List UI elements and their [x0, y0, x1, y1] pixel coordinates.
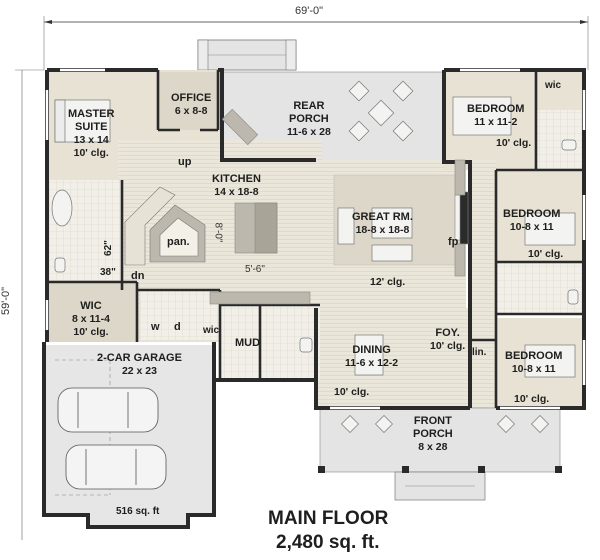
interior-walls: [47, 70, 584, 408]
bedroom-2-ceiling: 10' clg.: [528, 248, 564, 260]
room-kitchen: KITCHEN 14 x 18-8: [212, 173, 261, 199]
room-pantry: pan.: [167, 236, 190, 248]
room-great-room: GREAT RM. 18-8 x 18-8: [352, 211, 413, 237]
island-depth-dimension: 8'-0": [212, 222, 224, 243]
garage-area: 516 sq. ft: [116, 506, 160, 517]
car-icon: [57, 387, 167, 490]
room-mud: MUD: [235, 337, 261, 349]
room-bedroom-2: BEDROOM 10-8 x 11: [503, 208, 561, 234]
depth-dimension-line: [15, 69, 44, 540]
plan-title: MAIN FLOOR: [268, 508, 389, 529]
room-master-wic: WIC 8 x 11-4 10' clg.: [72, 300, 110, 338]
plan-total-area: 2,480 sq. ft.: [276, 532, 380, 553]
overall-depth-label: 59'-0": [0, 286, 13, 316]
overall-width-label: 69'-0": [295, 5, 324, 17]
dryer-label: d: [174, 321, 181, 333]
room-mud-wic: wic: [203, 325, 220, 336]
island-width-dimension: 5'-6": [245, 264, 265, 275]
room-rear-porch: REAR PORCH 11-6 x 28: [287, 100, 331, 139]
great-room-ceiling: 12' clg.: [370, 276, 406, 288]
bedroom-1-ceiling: 10' clg.: [496, 137, 532, 149]
room-linen: lin.: [472, 347, 487, 358]
room-dining: DINING 11-6 x 12-2: [345, 344, 399, 370]
room-master-suite: MASTER SUITE 13 x 14 10' clg.: [68, 108, 115, 159]
dining-ceiling: 10' clg.: [334, 386, 370, 398]
room-bedroom-3: BEDROOM 10-8 x 11: [505, 350, 563, 376]
width-dimension-line: [43, 16, 589, 70]
bedroom-3-ceiling: 10' clg.: [514, 393, 550, 405]
stairs-up-label: up: [178, 156, 192, 168]
room-garage: 2-CAR GARAGE 22 x 23: [97, 352, 182, 378]
washer-label: w: [151, 321, 160, 333]
room-front-porch: FRONT PORCH 8 x 28: [413, 415, 453, 454]
room-foyer: FOY. 10' clg.: [430, 327, 466, 353]
stairs-down-label: dn: [131, 270, 145, 282]
room-office: OFFICE 6 x 8-8: [171, 92, 212, 118]
room-bedroom-1: BEDROOM 11 x 11-2: [467, 103, 525, 129]
room-wic-bedroom-1: wic: [545, 80, 562, 91]
shower-width-dimension: 38": [100, 267, 116, 278]
shower-height-dimension: 62": [102, 240, 114, 256]
fireplace-label: fp: [448, 236, 459, 248]
